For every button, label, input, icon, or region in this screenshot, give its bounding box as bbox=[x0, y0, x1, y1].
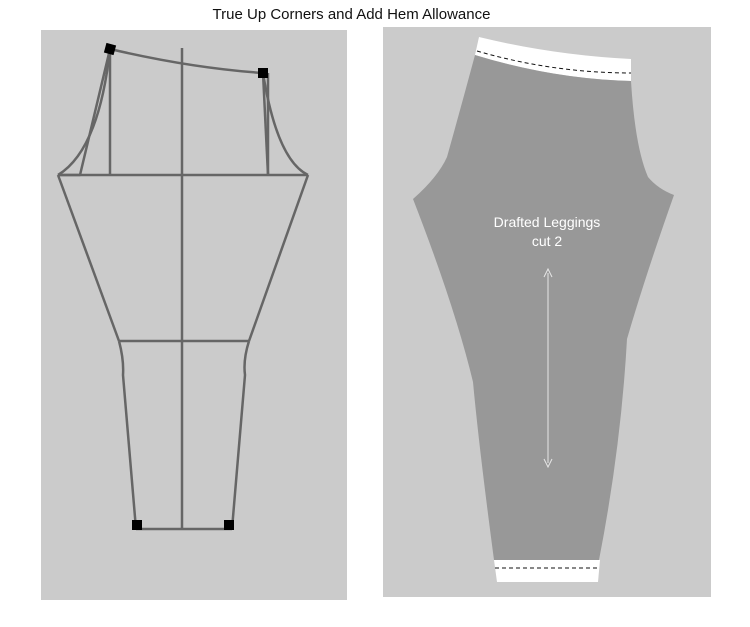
page-title: True Up Corners and Add Hem Allowance bbox=[212, 6, 491, 23]
front-inseam-upper bbox=[247, 174, 310, 342]
piece-cut-label: cut 2 bbox=[531, 233, 563, 249]
front-inseam-lower bbox=[230, 340, 251, 530]
pattern-piece-panel: Drafted Leggings cut 2 bbox=[383, 27, 711, 597]
square-marker-icon bbox=[132, 520, 142, 530]
front-crotch-curve bbox=[261, 72, 309, 177]
square-marker-icon bbox=[224, 520, 234, 530]
piece-name-label: Drafted Leggings bbox=[493, 214, 601, 230]
back-inseam-upper bbox=[56, 174, 121, 342]
waist-fold-line bbox=[476, 50, 632, 74]
square-marker-icon bbox=[103, 42, 117, 56]
pattern-piece-diagram bbox=[383, 27, 711, 597]
leggings-pattern-piece bbox=[413, 55, 674, 560]
draft-panel bbox=[41, 30, 347, 600]
back-inseam-lower bbox=[117, 340, 138, 530]
back-crotch-curve bbox=[57, 48, 112, 177]
waist-hem-allowance bbox=[475, 37, 631, 81]
double-arrow-icon bbox=[543, 267, 553, 469]
draft-diagram bbox=[41, 30, 347, 600]
draft-panel-background bbox=[41, 30, 347, 600]
square-marker-icon bbox=[258, 68, 268, 78]
waist-line bbox=[109, 47, 264, 75]
ankle-hem-allowance bbox=[494, 560, 600, 582]
